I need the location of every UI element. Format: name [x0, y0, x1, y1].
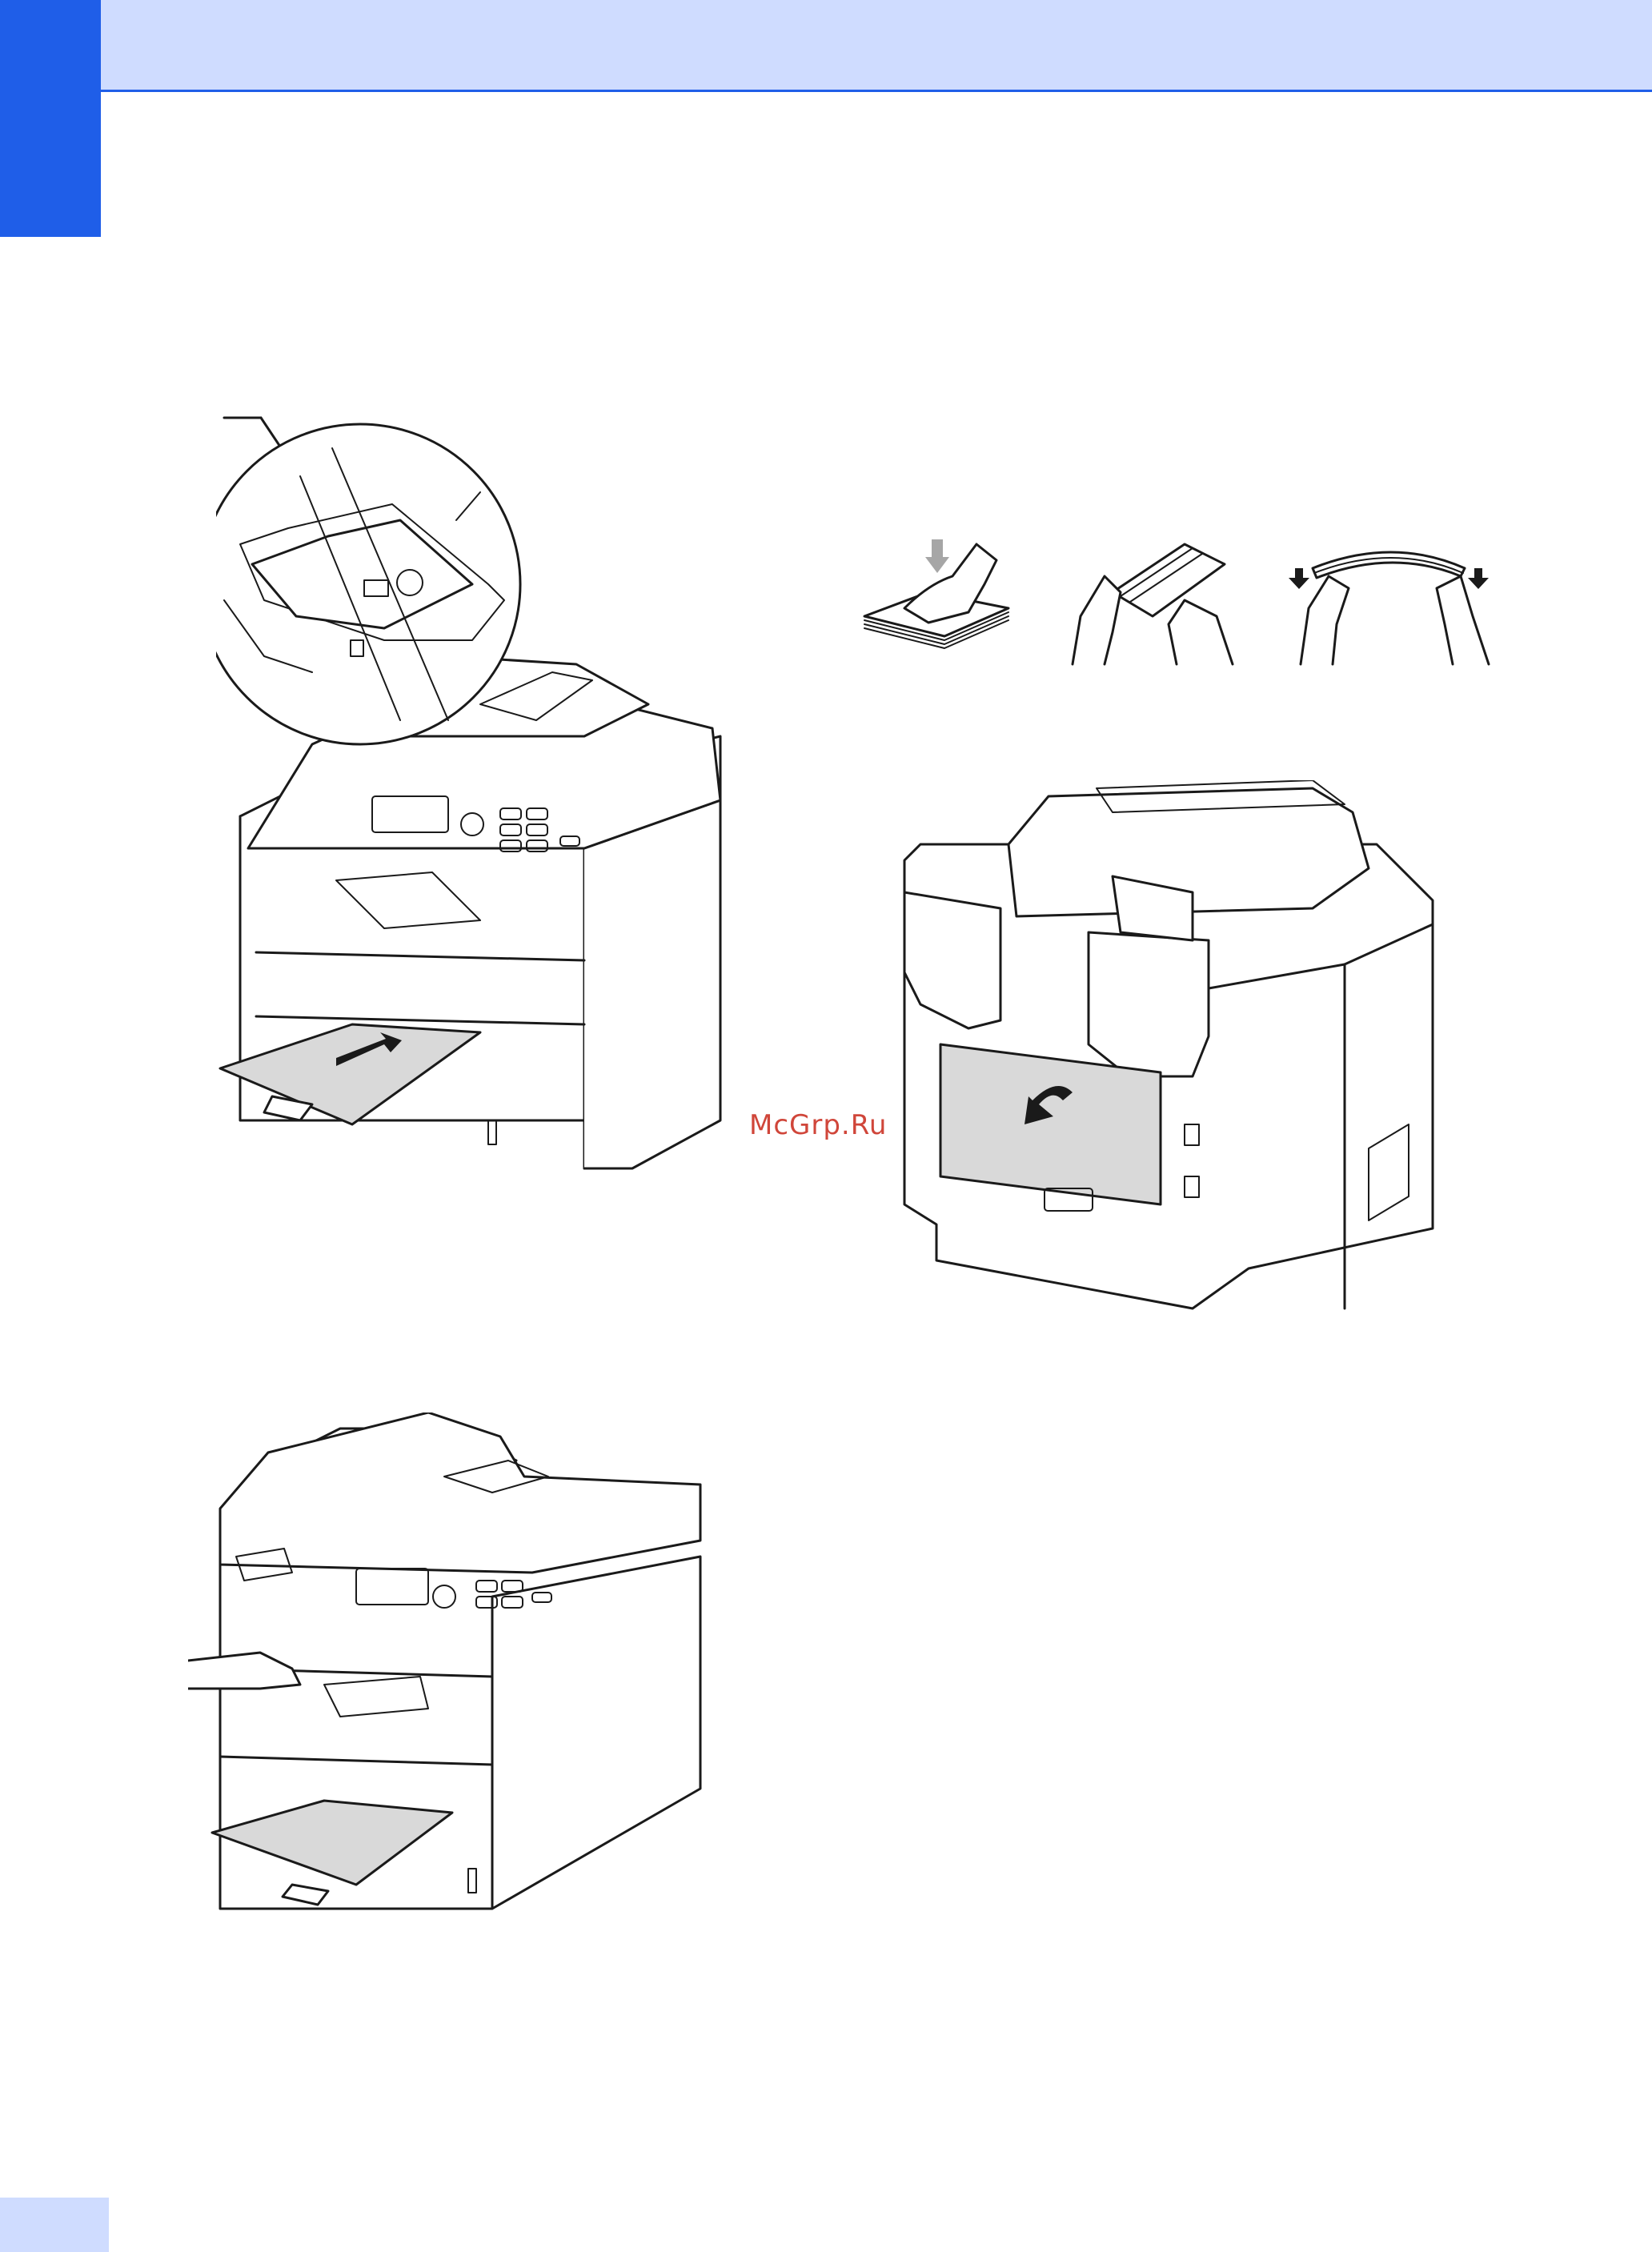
printer-front-mp-tray-zoom-illustration [216, 400, 728, 1192]
header-band [0, 0, 1652, 92]
watermark-text: McGrp.Ru [749, 1109, 887, 1141]
printer-front-paper-feed-illustration [188, 1413, 716, 1945]
printer-back-cover-open-illustration [896, 780, 1441, 1312]
footer-page-tab [0, 2198, 109, 2252]
chapter-tab [0, 0, 101, 237]
envelope-stack-preparation-illustration [856, 528, 1497, 672]
